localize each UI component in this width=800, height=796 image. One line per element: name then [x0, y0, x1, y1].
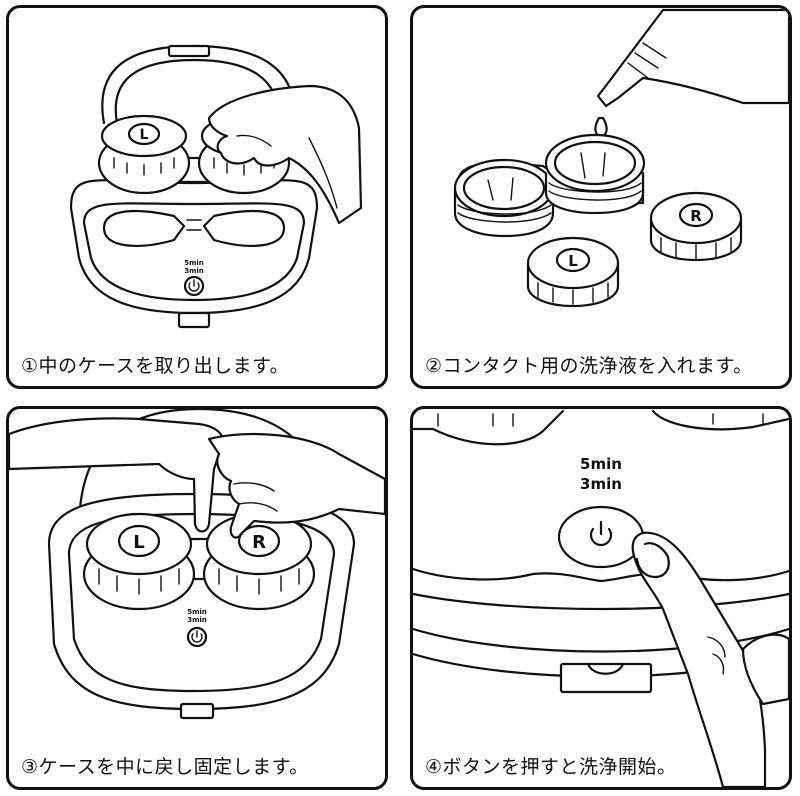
- timer-label-3min: 3min: [187, 616, 207, 624]
- step-4-illustration: 5min 3min: [413, 409, 789, 787]
- timer-label-5min: 5min: [184, 259, 204, 267]
- timer-label-3min: 3min: [580, 475, 622, 493]
- step-4-panel: 5min 3min ④ボタンを押すと洗浄開始。: [410, 406, 792, 790]
- svg-text:L: L: [133, 532, 144, 553]
- lid-left: L: [99, 116, 189, 193]
- step-2-panel: L R ②コンタクト用の洗浄液を入れます。: [410, 5, 792, 389]
- case-cup-left: [455, 160, 553, 236]
- lid-right: R: [204, 514, 314, 609]
- svg-text:L: L: [568, 252, 578, 270]
- lid-left: L: [84, 514, 194, 609]
- lid-left: L: [528, 238, 618, 306]
- step-1-panel: 5min 3min L R ①中のケースを取り出します。: [6, 5, 388, 389]
- step-2-illustration: L R: [413, 8, 789, 386]
- step-2-caption: ②コンタクト用の洗浄液を入れます。: [425, 351, 753, 378]
- step-3-illustration: L R 5min 3min: [9, 409, 385, 787]
- step-1-illustration: 5min 3min L R: [9, 8, 385, 386]
- svg-text:L: L: [140, 127, 149, 143]
- svg-text:R: R: [252, 532, 266, 553]
- step-4-caption: ④ボタンを押すと洗浄開始。: [425, 752, 677, 779]
- step-3-panel: L R 5min 3min ③ケースを中に戻し固定します。: [6, 406, 388, 790]
- power-button[interactable]: [559, 507, 643, 567]
- step-1-caption: ①中のケースを取り出します。: [21, 351, 289, 378]
- svg-text:R: R: [690, 207, 702, 225]
- case-cup-right: [546, 135, 644, 213]
- timer-label-3min: 3min: [184, 267, 204, 275]
- timer-label-5min: 5min: [187, 608, 207, 616]
- lid-right: R: [651, 193, 741, 260]
- timer-label-5min: 5min: [580, 455, 622, 473]
- step-3-caption: ③ケースを中に戻し固定します。: [21, 752, 309, 779]
